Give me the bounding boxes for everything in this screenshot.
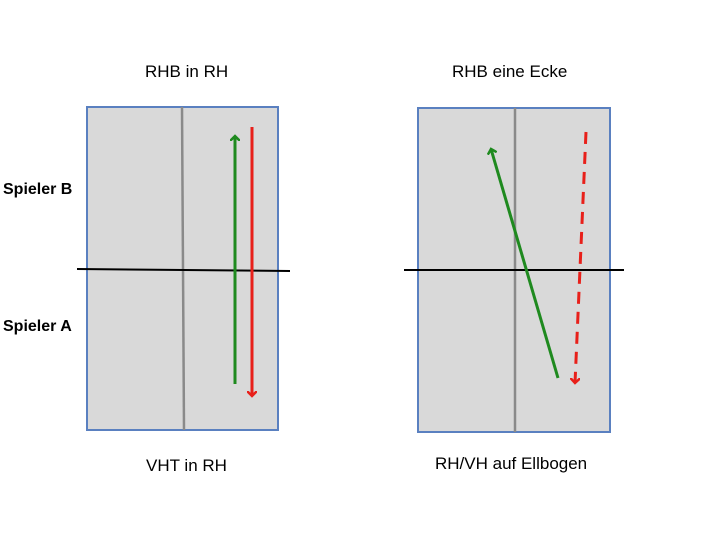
table-left bbox=[76, 106, 291, 431]
table-left-net bbox=[76, 268, 291, 272]
player-b-label: Spieler B bbox=[3, 181, 73, 198]
diagram-1-title: RHB in RH bbox=[145, 62, 229, 81]
diagram-2-caption: RH/VH auf Ellbogen bbox=[435, 454, 588, 473]
diagram-2-title: RHB eine Ecke bbox=[452, 62, 568, 81]
table-right-red-dashed-arrow bbox=[575, 131, 588, 383]
table-right-green-arrow bbox=[491, 149, 560, 379]
diagram-1-caption: VHT in RH bbox=[146, 456, 227, 475]
player-a-label: Spieler A bbox=[3, 318, 72, 335]
table-right bbox=[404, 107, 624, 433]
table-left-centre-line bbox=[180, 106, 186, 431]
